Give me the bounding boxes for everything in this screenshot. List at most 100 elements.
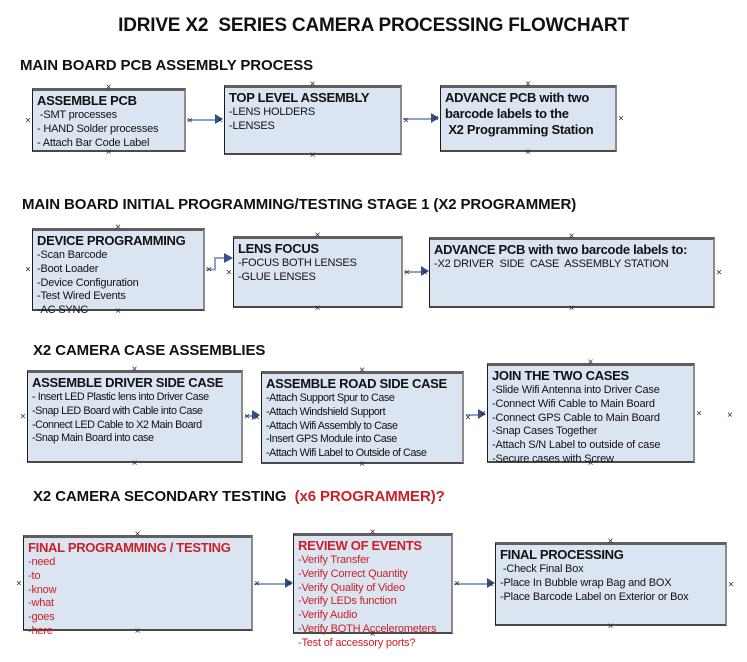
heading-text: MAIN BOARD PCB ASSEMBLY PROCESS: [20, 57, 314, 74]
box-lines: -Attach Support Spur to Case-Attach Wind…: [266, 392, 460, 461]
connection-anchor-icon: ×: [206, 264, 212, 276]
arrow-head-icon: [285, 578, 293, 588]
box-lines: -X2 DRIVER SIDE CASE ASSEMBLY STATION: [434, 258, 711, 272]
box-line: -Verify LEDs function: [298, 595, 397, 608]
box-line: -Scan Barcode: [37, 249, 108, 261]
box-title: ADVANCE PCB with two barcode labels to:: [434, 242, 688, 257]
box-title: FINAL PROCESSING: [500, 547, 624, 562]
connection-anchor-icon: ×: [359, 459, 365, 470]
box-line: -Verify Transfer: [298, 554, 370, 566]
connection-anchor-icon: ×: [716, 267, 722, 279]
arrow-head-icon: [487, 578, 495, 588]
connection-anchor-icon: ×: [217, 115, 223, 126]
box-line: -goes: [28, 611, 55, 624]
connection-anchor-icon: ×: [404, 267, 410, 278]
box-title: DEVICE PROGRAMMING: [37, 233, 186, 248]
page-title: IDRIVE X2 SERIES CAMERA PROCESSING FLOWC…: [118, 15, 629, 36]
connection-anchor-icon: ×: [286, 578, 292, 590]
connection-anchor-icon: ×: [16, 578, 22, 589]
connection-anchor-icon: ×: [25, 264, 31, 276]
box-line: -Secure cases with Screw: [492, 452, 614, 465]
connection-anchor-icon: ×: [696, 408, 702, 419]
connection-anchor-icon: ×: [369, 527, 376, 538]
box-line: -Insert GPS Module into Case: [266, 433, 397, 446]
box-line: -here: [28, 624, 53, 637]
box-title: REVIEW OF EVENTS: [298, 538, 422, 553]
box-line: -Snap LED Board with Cable into Case: [32, 404, 203, 417]
arrow-head-icon: [421, 266, 429, 276]
box-line: -AC SYNC: [37, 304, 88, 317]
connection-anchor-icon: ×: [115, 306, 121, 317]
flow-box-advance-pcb-programming-station: ADVANCE PCB with two barcode labels to t…: [433, 80, 624, 158]
flow-box-review-of-events: REVIEW OF EVENTS -Verify Transfer-Verify…: [286, 528, 460, 649]
connection-anchor-icon: ×: [244, 411, 250, 423]
arrow-review-to-finalprocessing: [454, 578, 495, 589]
arrow-head-icon: [224, 253, 233, 263]
box-line: -Verify Correct Quantity: [298, 567, 408, 580]
box-line: -Attach Windshield Support: [266, 405, 386, 418]
box-line: - Insert LED Plastic lens into Driver Ca…: [32, 391, 209, 403]
connection-anchor-icon: ×: [314, 303, 321, 314]
box-line: - Attach Bar Code Label: [37, 136, 150, 149]
box-line: -Verify BOTH Accelerometers: [298, 622, 437, 635]
box-line: -Verify Quality of Video: [298, 581, 405, 594]
connection-anchor-icon: ×: [131, 364, 138, 375]
flow-box-join-the-two-cases: JOIN THE TWO CASES -Slide Wifi Antenna i…: [480, 358, 702, 469]
box-title: JOIN THE TWO CASES: [492, 368, 629, 383]
section-heading-secondary-testing: X2 CAMERA SECONDARY TESTING (x6 PROGRAMM…: [33, 488, 445, 505]
flow-box-final-processing: FINAL PROCESSING -Check Final Box-Place …: [488, 537, 734, 632]
connection-anchor-icon: ×: [568, 231, 575, 242]
arrow-shaft: [206, 257, 224, 271]
box-lines: -SMT processes- HAND Solder processes- A…: [37, 109, 182, 150]
box-lines: -FOCUS BOTH LENSES-GLUE LENSES: [238, 257, 399, 285]
arrow-shaft: [454, 582, 488, 585]
arrow-driver-to-road: [245, 410, 260, 421]
box-line: -Attach Wifi Label to Outside of Case: [266, 447, 427, 460]
flow-box-assemble-pcb: ASSEMBLE PCB -SMT processes- HAND Solder…: [25, 83, 193, 158]
box-line: -Slide Wifi Antenna into Driver Case: [492, 384, 660, 396]
box-line: -Snap Main Board into case: [32, 432, 154, 445]
connection-anchor-icon: ×: [403, 115, 409, 126]
connection-anchor-icon: ×: [359, 365, 365, 376]
box-line: -SMT processes: [37, 109, 117, 121]
arrow-shaft: [403, 117, 432, 120]
connection-anchor-icon: ×: [607, 536, 614, 547]
heading-text: X2 CAMERA SECONDARY TESTING: [33, 488, 291, 505]
box-line: -Place In Bubble wrap Bag and BOX: [500, 576, 672, 589]
box-lines: -LENS HOLDERS-LENSES: [229, 106, 398, 134]
box-line: -Check Final Box: [500, 563, 584, 575]
connection-anchor-icon: ×: [226, 267, 232, 278]
connection-anchor-icon: ×: [254, 578, 260, 589]
box-line: -Snap Cases Together: [492, 425, 598, 438]
connection-anchor-icon: ×: [433, 113, 439, 125]
flow-box-advance-pcb-driver-side-station: ADVANCE PCB with two barcode labels to: …: [422, 232, 722, 314]
box-line: -Test of accessory ports?: [298, 636, 416, 649]
box-title: FINAL PROGRAMMING / TESTING: [28, 540, 231, 555]
connection-anchor-icon: ×: [131, 458, 138, 469]
connection-anchor-icon: ×: [25, 115, 31, 126]
box-line: -Attach Support Spur to Case: [266, 392, 395, 404]
box-line: -FOCUS BOTH LENSES: [238, 257, 357, 269]
arrow-assemble-to-toplevel: [187, 114, 223, 125]
box-lines: -Slide Wifi Antenna into Driver Case -Con…: [492, 384, 691, 467]
connection-anchor-icon: ×: [488, 579, 494, 590]
arrow-shaft: [254, 582, 286, 585]
connection-anchor-icon: ×: [480, 408, 486, 419]
connection-anchor-icon: ×: [422, 267, 428, 279]
flow-box-top-level-assembly: TOP LEVEL ASSEMBLY -LENS HOLDERS-LENSES …: [217, 80, 409, 161]
connection-anchor-icon: ×: [587, 458, 594, 469]
box-line: -Verify Audio: [298, 609, 358, 622]
box-title: TOP LEVEL ASSEMBLY: [229, 90, 370, 105]
box-line: -Boot Loader: [37, 262, 99, 275]
box-line: -Connect GPS Cable to Main Board: [492, 411, 660, 424]
arrow-shaft: [404, 270, 422, 273]
flow-box-assemble-driver-side-case: ASSEMBLE DRIVER SIDE CASE - Insert LED P…: [20, 365, 250, 469]
connection-anchor-icon: ×: [105, 147, 112, 158]
connection-anchor-icon: ×: [187, 115, 193, 126]
connection-anchor-icon: ×: [369, 629, 376, 640]
box-lines: -Verify Transfer-Verify Correct Quantity…: [298, 554, 449, 651]
box-line: -to: [28, 569, 41, 582]
heading-text: X2 CAMERA CASE ASSEMBLIES: [33, 342, 266, 359]
arrow-head-icon: [478, 409, 486, 419]
